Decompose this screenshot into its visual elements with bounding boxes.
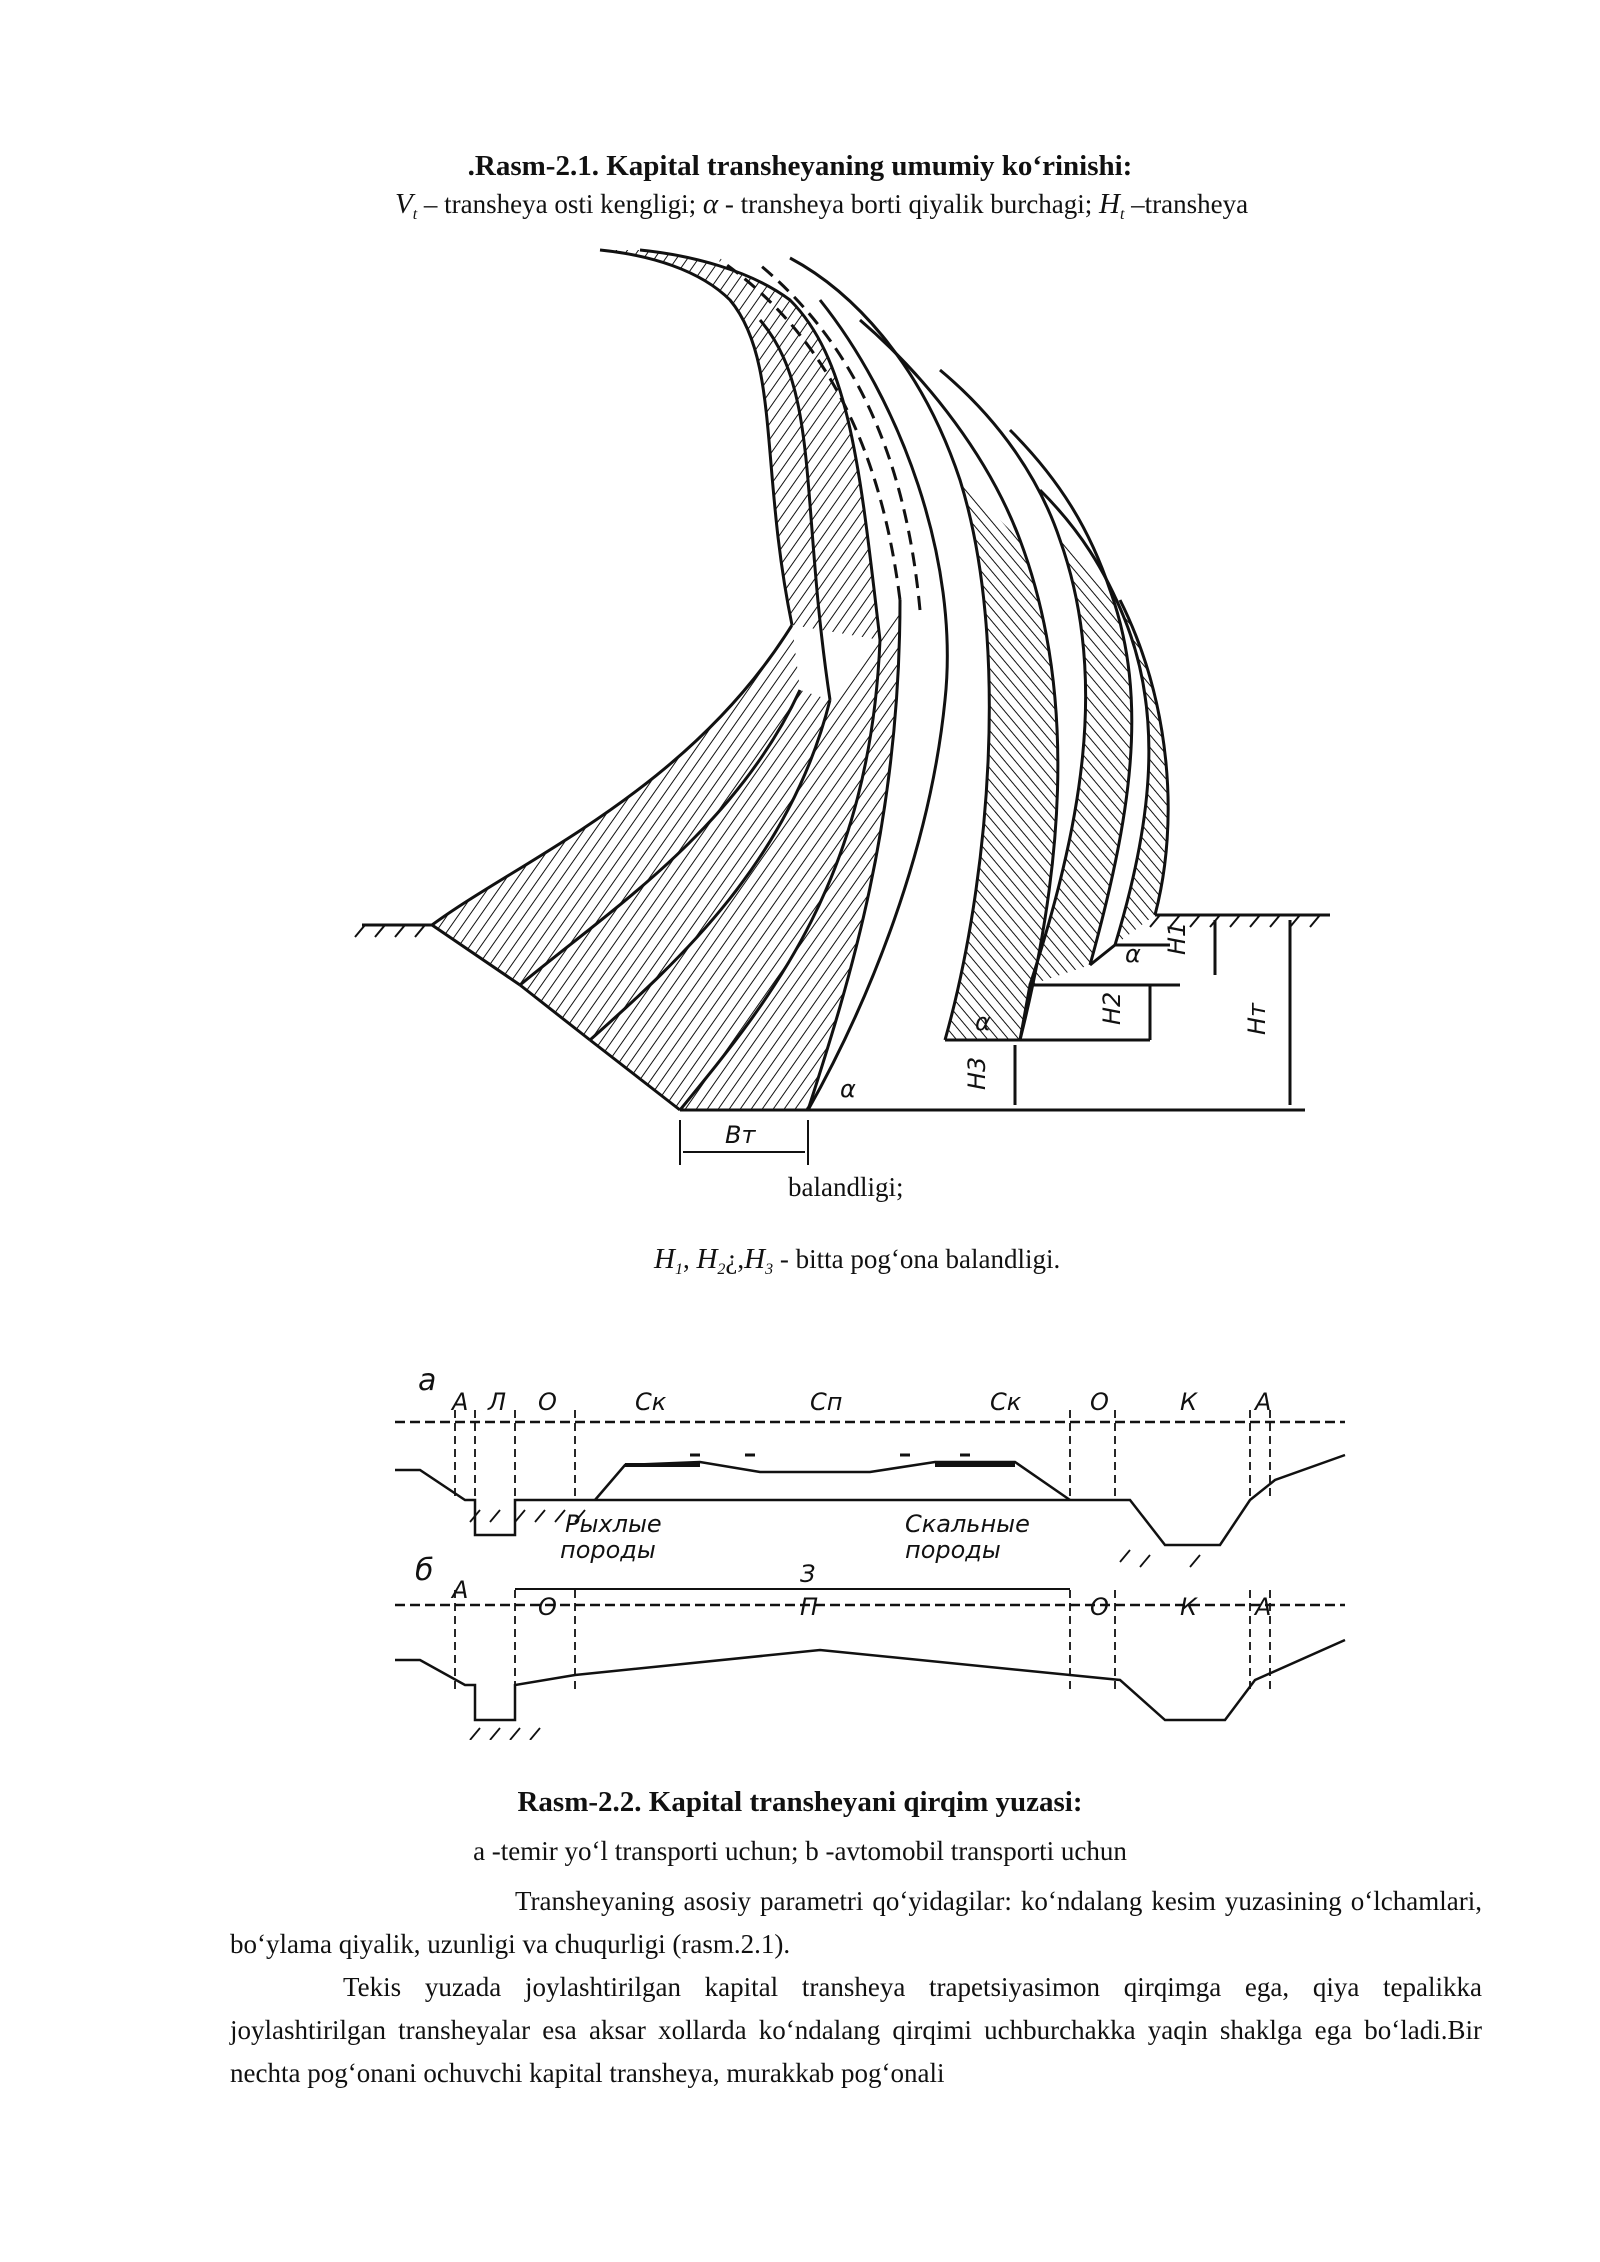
alpha-label-2: α <box>975 1008 991 1036</box>
figure2-title: Rasm-2.2. Kapital transheyani qirqim yuz… <box>517 1786 1083 1818</box>
svg-text:А: А <box>450 1388 468 1416</box>
svg-text:О: О <box>1090 1593 1109 1621</box>
trench-cross-section-drawing: а А Л О Cк Cп Cк О К А Рыхлые породы Ска… <box>395 1363 1346 1740</box>
h2-label: H2 <box>1098 992 1126 1025</box>
alpha-symbol: α <box>702 188 719 220</box>
svg-text:З: З <box>800 1560 815 1588</box>
alpha-label-1: α <box>1125 940 1141 968</box>
alpha-label-3: α <box>840 1075 856 1103</box>
h3-label: H3 <box>963 1057 991 1090</box>
svg-text:О: О <box>1090 1388 1109 1416</box>
figure2-subtitle: a -temir yo‘l transporti uchun; b -avtom… <box>473 1836 1127 1866</box>
section-b-mark: б <box>415 1553 434 1588</box>
svg-text:Cк: Cк <box>990 1388 1022 1416</box>
svg-text:А: А <box>1253 1388 1271 1416</box>
section-a-mark: а <box>418 1363 436 1398</box>
paragraph-2: Tekis yuzada joylashtirilgan kapital tra… <box>230 1972 1482 2088</box>
loose-rocks-label-1: Рыхлые <box>565 1510 662 1538</box>
svg-text:К: К <box>1180 1388 1198 1416</box>
svg-text:Cп: Cп <box>810 1388 842 1416</box>
svg-text:Л: Л <box>487 1388 506 1416</box>
bt-label: Bт <box>725 1121 756 1149</box>
svg-text:П: П <box>800 1593 818 1621</box>
trench-perspective-drawing: Bт α α α H1 H2 H3 Hт <box>354 248 1330 1165</box>
paragraph-1: Transheyaning asosiy parametri qo‘yidagi… <box>230 1886 1482 1959</box>
figure1-legend: Vt – transheya osti kengligi; α - transh… <box>395 188 1249 223</box>
svg-text:А: А <box>1253 1593 1271 1621</box>
figure1-title: .Rasm-2.1. Kapital transheyaning umumiy … <box>467 150 1133 182</box>
solid-rocks-label-1: Скальные <box>905 1510 1030 1538</box>
svg-text:А: А <box>450 1576 468 1604</box>
h-symbol: H <box>1099 188 1120 220</box>
svg-text:К: К <box>1180 1593 1198 1621</box>
svg-text:Cк: Cк <box>635 1388 667 1416</box>
ht-label: Hт <box>1243 1002 1271 1035</box>
v-symbol: V <box>395 188 413 220</box>
h1-label: H1 <box>1163 922 1191 955</box>
step-height-legend: H1, H2¿,H3 - bitta pog‘ona balandligi. <box>654 1243 1061 1278</box>
svg-text:О: О <box>538 1593 557 1621</box>
legend-continuation: balandligi; <box>788 1172 904 1202</box>
svg-text:О: О <box>538 1388 557 1416</box>
loose-rocks-label-2: породы <box>560 1536 656 1564</box>
solid-rocks-label-2: породы <box>905 1536 1001 1564</box>
